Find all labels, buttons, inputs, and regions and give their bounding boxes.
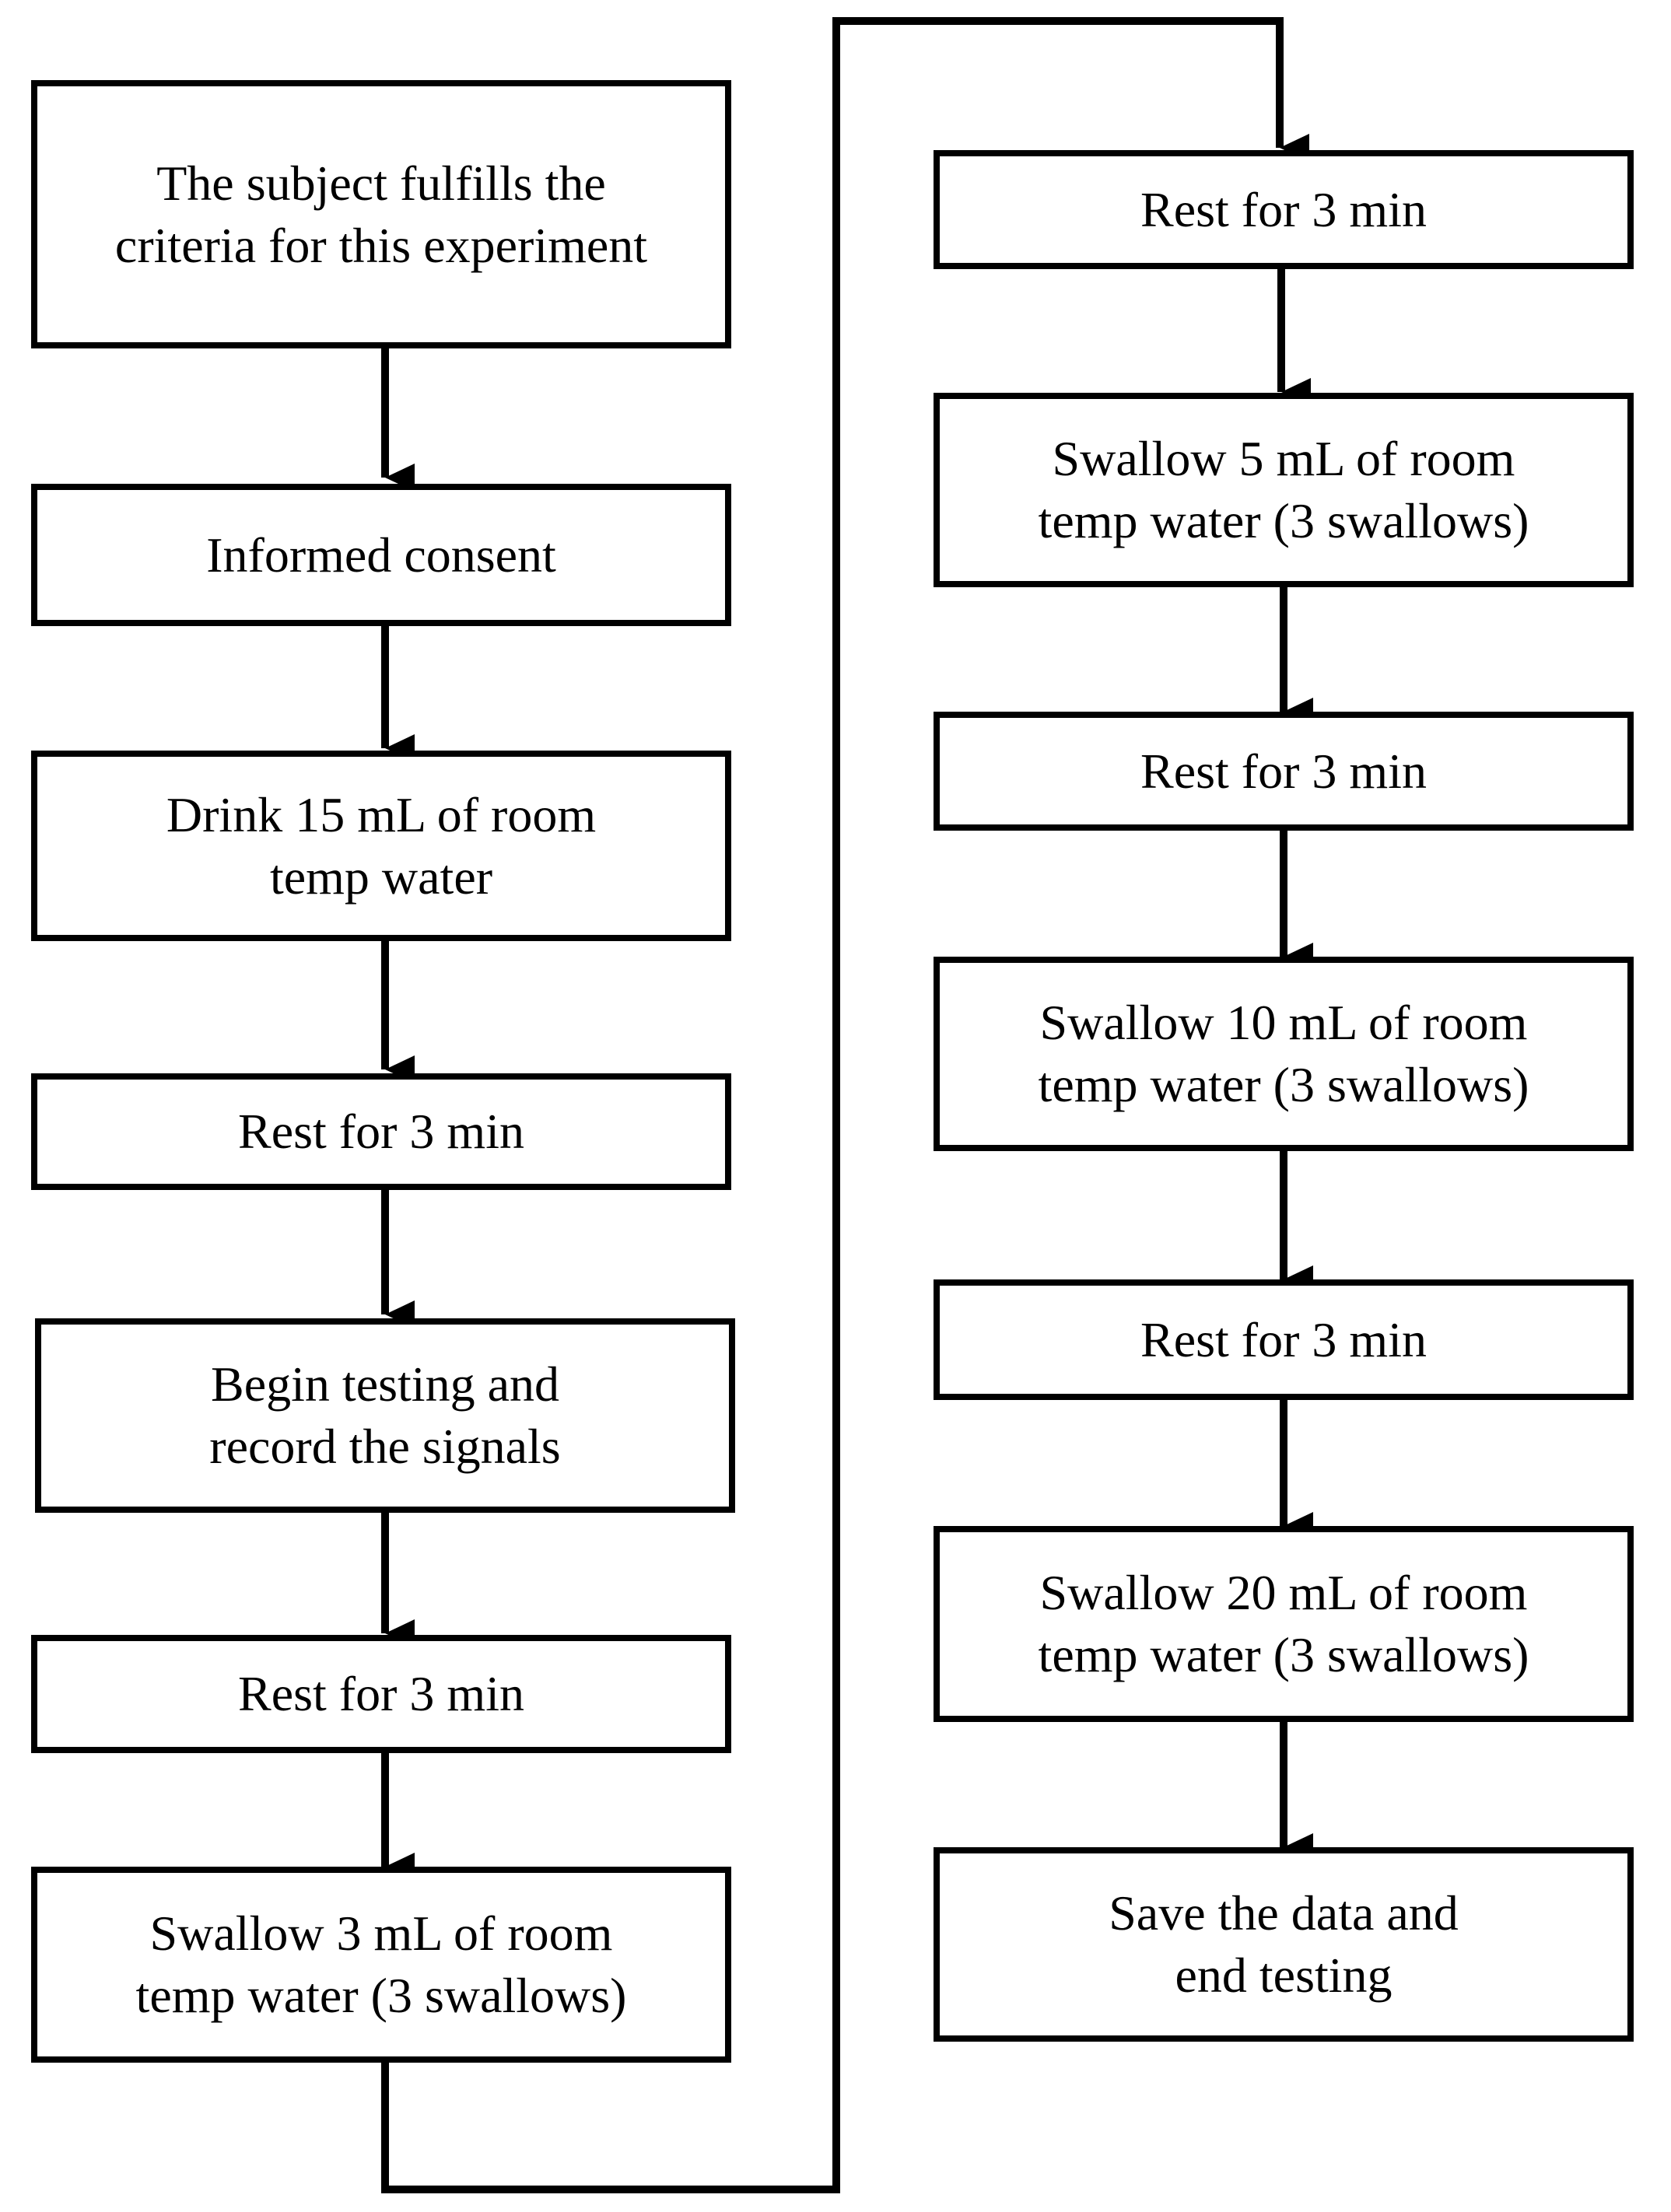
step-rest-2-line-1: Rest for 3 min: [238, 1666, 524, 1721]
connector-left-to-right-column: [381, 17, 1309, 2193]
step-rest-2: Rest for 3 min: [31, 1635, 731, 1753]
step-swallow-5ml-line-1: Swallow 5 mL of room: [1052, 431, 1515, 486]
step-begin-testing-line-1: Begin testing and: [211, 1356, 559, 1412]
step-begin-testing: Begin testing and record the signals: [35, 1318, 735, 1513]
step-swallow-10ml-line-1: Swallow 10 mL of room: [1039, 995, 1528, 1050]
step-swallow-5ml-line-2: temp water (3 swallows): [1038, 493, 1529, 548]
step-swallow-10ml: Swallow 10 mL of room temp water (3 swal…: [934, 957, 1634, 1151]
step-swallow-20ml-line-2: temp water (3 swallows): [1038, 1627, 1529, 1682]
step-criteria-line-2: criteria for this experiment: [114, 217, 648, 273]
step-rest-3-line-1: Rest for 3 min: [1140, 181, 1427, 237]
step-begin-testing-line-2: record the signals: [209, 1419, 561, 1474]
step-criteria-line-1: The subject fulfills the: [156, 155, 606, 211]
step-save-data-line-2: end testing: [1175, 1948, 1392, 2003]
step-swallow-3ml: Swallow 3 mL of room temp water (3 swall…: [31, 1867, 731, 2063]
step-drink-15ml-line-2: temp water: [269, 849, 493, 905]
step-rest-5-line-1: Rest for 3 min: [1140, 1311, 1427, 1367]
step-informed-consent: Informed consent: [31, 484, 731, 626]
step-swallow-10ml-line-2: temp water (3 swallows): [1038, 1057, 1529, 1112]
step-swallow-5ml: Swallow 5 mL of room temp water (3 swall…: [934, 393, 1634, 587]
step-swallow-3ml-line-2: temp water (3 swallows): [135, 1968, 627, 2023]
step-rest-4-line-1: Rest for 3 min: [1140, 743, 1427, 799]
step-informed-consent-line-1: Informed consent: [206, 527, 556, 583]
step-swallow-3ml-line-1: Swallow 3 mL of room: [149, 1906, 613, 1961]
step-save-data-line-1: Save the data and: [1109, 1885, 1459, 1941]
step-rest-3: Rest for 3 min: [934, 150, 1634, 269]
step-rest-1-line-1: Rest for 3 min: [238, 1104, 524, 1159]
step-rest-5: Rest for 3 min: [934, 1279, 1634, 1400]
step-criteria: The subject fulfills the criteria for th…: [31, 80, 731, 348]
step-rest-4: Rest for 3 min: [934, 712, 1634, 831]
step-drink-15ml: Drink 15 mL of room temp water: [31, 751, 731, 941]
step-swallow-20ml: Swallow 20 mL of room temp water (3 swal…: [934, 1526, 1634, 1722]
step-swallow-20ml-line-1: Swallow 20 mL of room: [1039, 1565, 1528, 1620]
step-rest-1: Rest for 3 min: [31, 1073, 731, 1190]
step-save-data: Save the data and end testing: [934, 1847, 1634, 2042]
step-drink-15ml-line-1: Drink 15 mL of room: [166, 786, 597, 842]
